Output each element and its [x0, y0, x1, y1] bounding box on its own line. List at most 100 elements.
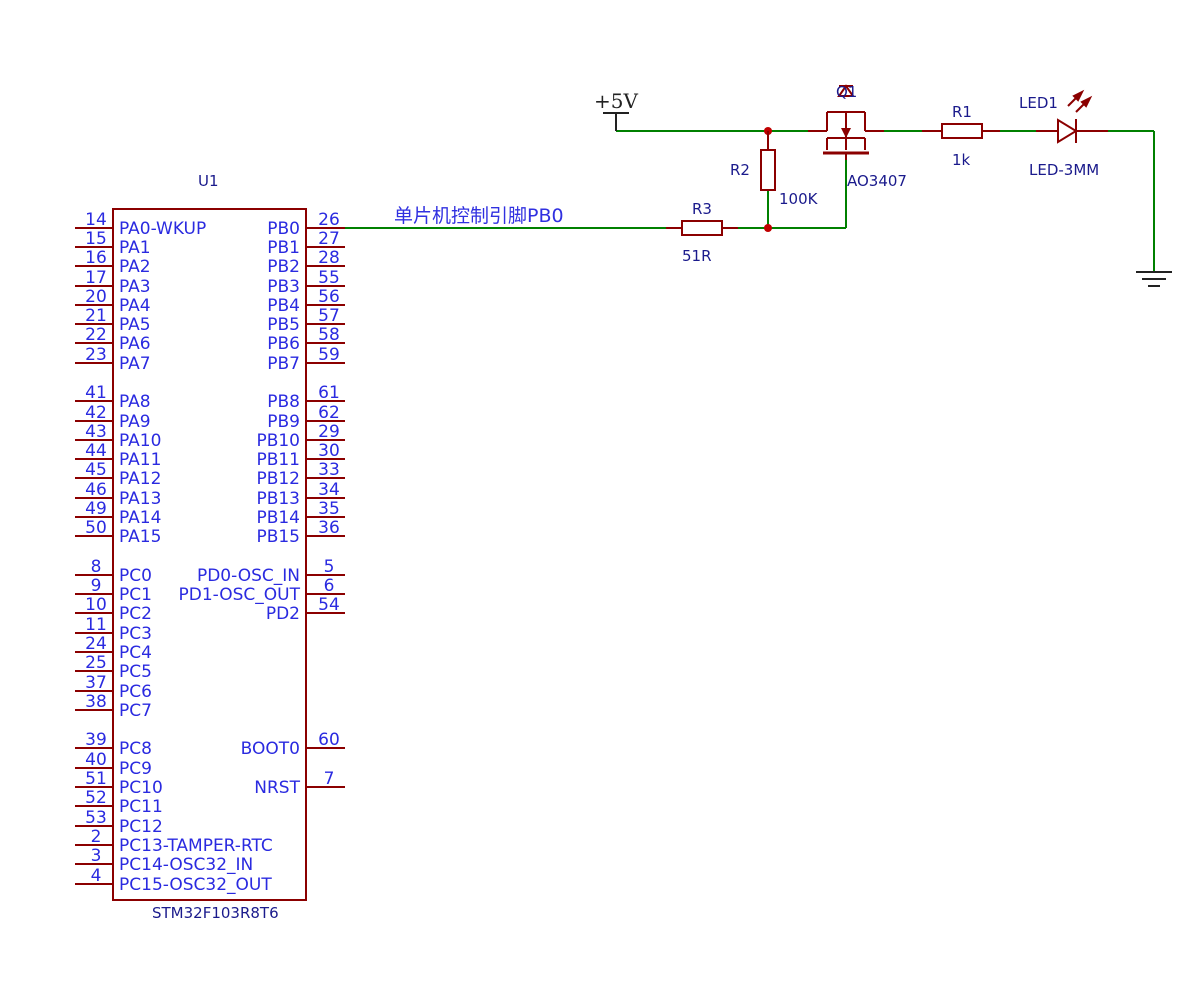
power-5v-symbol [603, 112, 629, 131]
right-pin-name: PD1-OSC_OUT [178, 585, 300, 605]
mcu-part: STM32F103R8T6 [152, 904, 279, 922]
r1-value: 1k [952, 151, 971, 169]
right-pin-name: BOOT0 [241, 739, 300, 759]
r3-designator: R3 [692, 200, 712, 218]
left-pin-name: PC11 [119, 797, 163, 817]
left-pin-name: PC10 [119, 778, 163, 798]
r2-value: 100K [779, 190, 819, 208]
power-5v-label: +5V [594, 89, 638, 113]
right-pin-name: PB4 [267, 296, 300, 316]
right-pin-number: 36 [318, 518, 340, 538]
right-pin-name: PB5 [267, 315, 300, 335]
left-pin-number: 3 [91, 846, 102, 866]
left-pin-name: PA3 [119, 277, 151, 297]
left-pin-name: PC6 [119, 682, 152, 702]
r3-resistor [666, 220, 738, 236]
right-pin-name: PB8 [267, 392, 300, 412]
right-pin-number: 33 [318, 460, 340, 480]
left-pin-name: PC9 [119, 759, 152, 779]
junction-gate [764, 224, 772, 232]
left-pin-number: 10 [85, 595, 107, 615]
left-pin-name: PA5 [119, 315, 151, 335]
left-pin-number: 53 [85, 808, 107, 828]
right-pin-name: PB10 [256, 431, 300, 451]
q1-body-diode [837, 84, 855, 97]
right-pin-name: PD0-OSC_IN [197, 566, 300, 586]
left-pin-number: 20 [85, 287, 107, 307]
r2-designator: R2 [730, 161, 750, 179]
right-pin-number: 26 [318, 210, 340, 230]
left-pin-number: 16 [85, 248, 107, 268]
left-pin-name: PC3 [119, 624, 152, 644]
right-pin-number: 61 [318, 383, 340, 403]
right-pin-name: PB13 [256, 489, 300, 509]
left-pin-number: 46 [85, 480, 107, 500]
right-pin-name: PB7 [267, 354, 300, 374]
mcu-body [112, 208, 307, 901]
right-pin-name: PD2 [266, 604, 300, 624]
left-pin-name: PC8 [119, 739, 152, 759]
left-pin-name: PC0 [119, 566, 152, 586]
left-pin-name: PA8 [119, 392, 151, 412]
left-pin-number: 40 [85, 750, 107, 770]
wires [345, 130, 1155, 272]
left-pin-name: PA1 [119, 238, 151, 258]
q1-designator: Q1 [836, 83, 857, 101]
left-pin-number: 17 [85, 268, 107, 288]
right-pin-name: PB0 [267, 219, 300, 239]
left-pin-name: PC5 [119, 662, 152, 682]
mcu-designator: U1 [198, 172, 219, 190]
q1-mosfet [808, 111, 884, 160]
left-pin-name: PA6 [119, 334, 151, 354]
left-pin-number: 4 [91, 866, 102, 886]
left-pin-number: 21 [85, 306, 107, 326]
right-pin-number: 57 [318, 306, 340, 326]
right-pin-name: PB12 [256, 469, 300, 489]
left-pin-name: PA15 [119, 527, 161, 547]
left-pin-name: PA4 [119, 296, 151, 316]
left-pin-number: 38 [85, 692, 107, 712]
left-pin-number: 22 [85, 325, 107, 345]
r1-designator: R1 [952, 103, 972, 121]
left-pin-number: 52 [85, 788, 107, 808]
left-pin-name: PC13-TAMPER-RTC [119, 836, 273, 856]
ground-icon [1136, 271, 1172, 287]
led1-light-arrows-icon [1067, 89, 1093, 113]
right-pin-number: 27 [318, 229, 340, 249]
q1-value: AO3407 [847, 172, 907, 190]
left-pin-number: 8 [91, 557, 102, 577]
right-pin-number: 29 [318, 422, 340, 442]
right-pin-number: 62 [318, 403, 340, 423]
right-pin-number: 6 [324, 576, 335, 596]
right-pin-name: PB3 [267, 277, 300, 297]
right-pin-name: PB15 [256, 527, 300, 547]
left-pin-name: PC1 [119, 585, 152, 605]
left-pin-number: 44 [85, 441, 107, 461]
left-pin-number: 37 [85, 673, 107, 693]
right-pin-number: 35 [318, 499, 340, 519]
r1-resistor [922, 123, 1000, 139]
right-pin-name: PB1 [267, 238, 300, 258]
left-pin-number: 50 [85, 518, 107, 538]
right-pin-name: PB6 [267, 334, 300, 354]
left-pin-name: PA0-WKUP [119, 219, 206, 239]
left-pin-name: PC7 [119, 701, 152, 721]
left-pin-number: 24 [85, 634, 107, 654]
right-pin-name: PB9 [267, 412, 300, 432]
left-pin-number: 45 [85, 460, 107, 480]
left-pin-name: PA7 [119, 354, 151, 374]
right-pin-number: 5 [324, 557, 335, 577]
left-pin-number: 11 [85, 615, 107, 635]
left-pin-number: 25 [85, 653, 107, 673]
r3-value: 51R [682, 247, 712, 265]
left-pin-name: PC15-OSC32_OUT [119, 875, 272, 895]
led1-diode [1036, 118, 1108, 144]
right-pin-number: 7 [324, 769, 335, 789]
left-pin-name: PA14 [119, 508, 161, 528]
q1-arrow [841, 128, 851, 138]
right-pin-number: 55 [318, 268, 340, 288]
left-pin-number: 15 [85, 229, 107, 249]
